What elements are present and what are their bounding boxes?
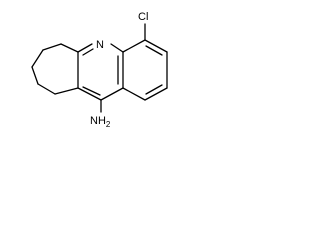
- molecule-structure-diagram: N Cl NH2: [31, 11, 168, 129]
- double-bond-c7b-c8: [145, 84, 163, 95]
- double-bond-c5-c6: [145, 45, 163, 56]
- pyridine-ring: [77, 43, 124, 101]
- bond-n-c8a: [110, 43, 124, 53]
- bond-c4a-c10: [100, 87, 124, 101]
- bond-c5-c6: [144, 39, 168, 53]
- bond-c5-c6: [37, 83, 56, 95]
- bond-c2-c3: [42, 43, 62, 51]
- cycloheptane-ring: [31, 43, 79, 95]
- amine-subscript-text: 2: [106, 120, 111, 129]
- bond-c6-c7: [54, 87, 79, 95]
- bond-c4-c5: [31, 66, 39, 85]
- benzene-ring: [122, 39, 168, 101]
- bond-c3-c4: [31, 49, 44, 68]
- bond-c8a-c5: [122, 39, 146, 53]
- double-bond-c1-n: [82, 48, 94, 56]
- bond-c8-c4a: [122, 87, 146, 101]
- amine-nh-text: NH: [90, 115, 106, 127]
- chlorine-atom-label: Cl: [138, 11, 148, 23]
- bond-c7b-c8: [144, 87, 168, 101]
- bond-c1-c2: [60, 43, 79, 53]
- bond-c10-c7: [77, 87, 102, 101]
- nitrogen-atom-label: N: [96, 39, 104, 51]
- bond-c1-n: [77, 43, 93, 53]
- amine-group-label: NH2: [90, 115, 111, 129]
- double-bond-c7-c10: [82, 86, 101, 96]
